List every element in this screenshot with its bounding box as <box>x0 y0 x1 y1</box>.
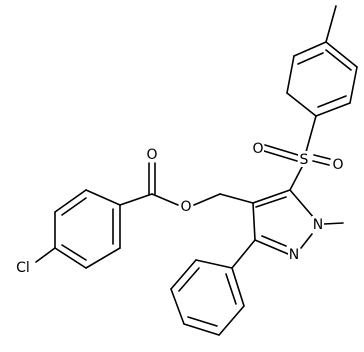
bond <box>254 239 289 255</box>
chlorine-label: Cl <box>16 260 30 276</box>
bond <box>170 288 185 325</box>
bond <box>325 41 358 68</box>
bond <box>218 305 245 336</box>
bond <box>35 247 56 263</box>
bond <box>151 193 179 206</box>
bond <box>231 267 245 307</box>
bond <box>85 247 121 269</box>
sulfur-label: S <box>300 152 309 168</box>
bond <box>286 92 317 117</box>
bond <box>61 244 87 261</box>
bond <box>289 166 303 191</box>
bond <box>225 273 237 305</box>
bond <box>178 267 200 292</box>
bond <box>187 316 218 327</box>
bond <box>312 160 330 166</box>
bond <box>317 95 347 108</box>
bond <box>85 189 121 206</box>
ester-linker <box>119 162 254 206</box>
bond <box>297 52 324 65</box>
ester-oxygen-label: O <box>180 199 191 215</box>
sulfonyl-oxygen-right-label: O <box>332 157 343 173</box>
bond <box>195 259 233 269</box>
chlorophenyl-ring <box>35 189 121 269</box>
bond <box>183 323 220 336</box>
sulfonyl-oxygen-left-label: O <box>252 141 263 157</box>
bond <box>263 150 298 162</box>
bond <box>252 202 256 241</box>
bond <box>305 115 317 153</box>
bond <box>261 235 287 247</box>
pyrazole-n2-label: N <box>289 247 299 263</box>
bond <box>286 55 295 94</box>
bond <box>252 189 291 204</box>
bond <box>315 102 351 117</box>
bond <box>61 197 87 216</box>
bond <box>54 189 87 213</box>
bond <box>54 247 87 269</box>
tolyl-ring <box>286 5 358 153</box>
pyrazole-ring <box>252 189 344 255</box>
bond <box>119 193 153 206</box>
bond <box>325 49 352 71</box>
bond <box>313 154 331 160</box>
phenyl-ring <box>170 239 256 336</box>
bond <box>255 196 287 208</box>
carbonyl-oxygen-label: O <box>146 147 157 163</box>
bond <box>264 144 299 156</box>
pyrazole-n1-label: N <box>313 217 323 233</box>
bond <box>289 189 315 219</box>
bond <box>323 222 344 225</box>
atom-labels: O O S O O N N Cl <box>12 140 344 276</box>
bond <box>193 193 221 206</box>
bond <box>231 239 256 269</box>
sulfonyl-group <box>263 144 331 191</box>
bond <box>170 259 197 290</box>
bond <box>219 193 254 204</box>
bond <box>300 233 313 249</box>
bond <box>325 5 337 43</box>
bond <box>293 41 327 57</box>
bond <box>349 66 358 104</box>
